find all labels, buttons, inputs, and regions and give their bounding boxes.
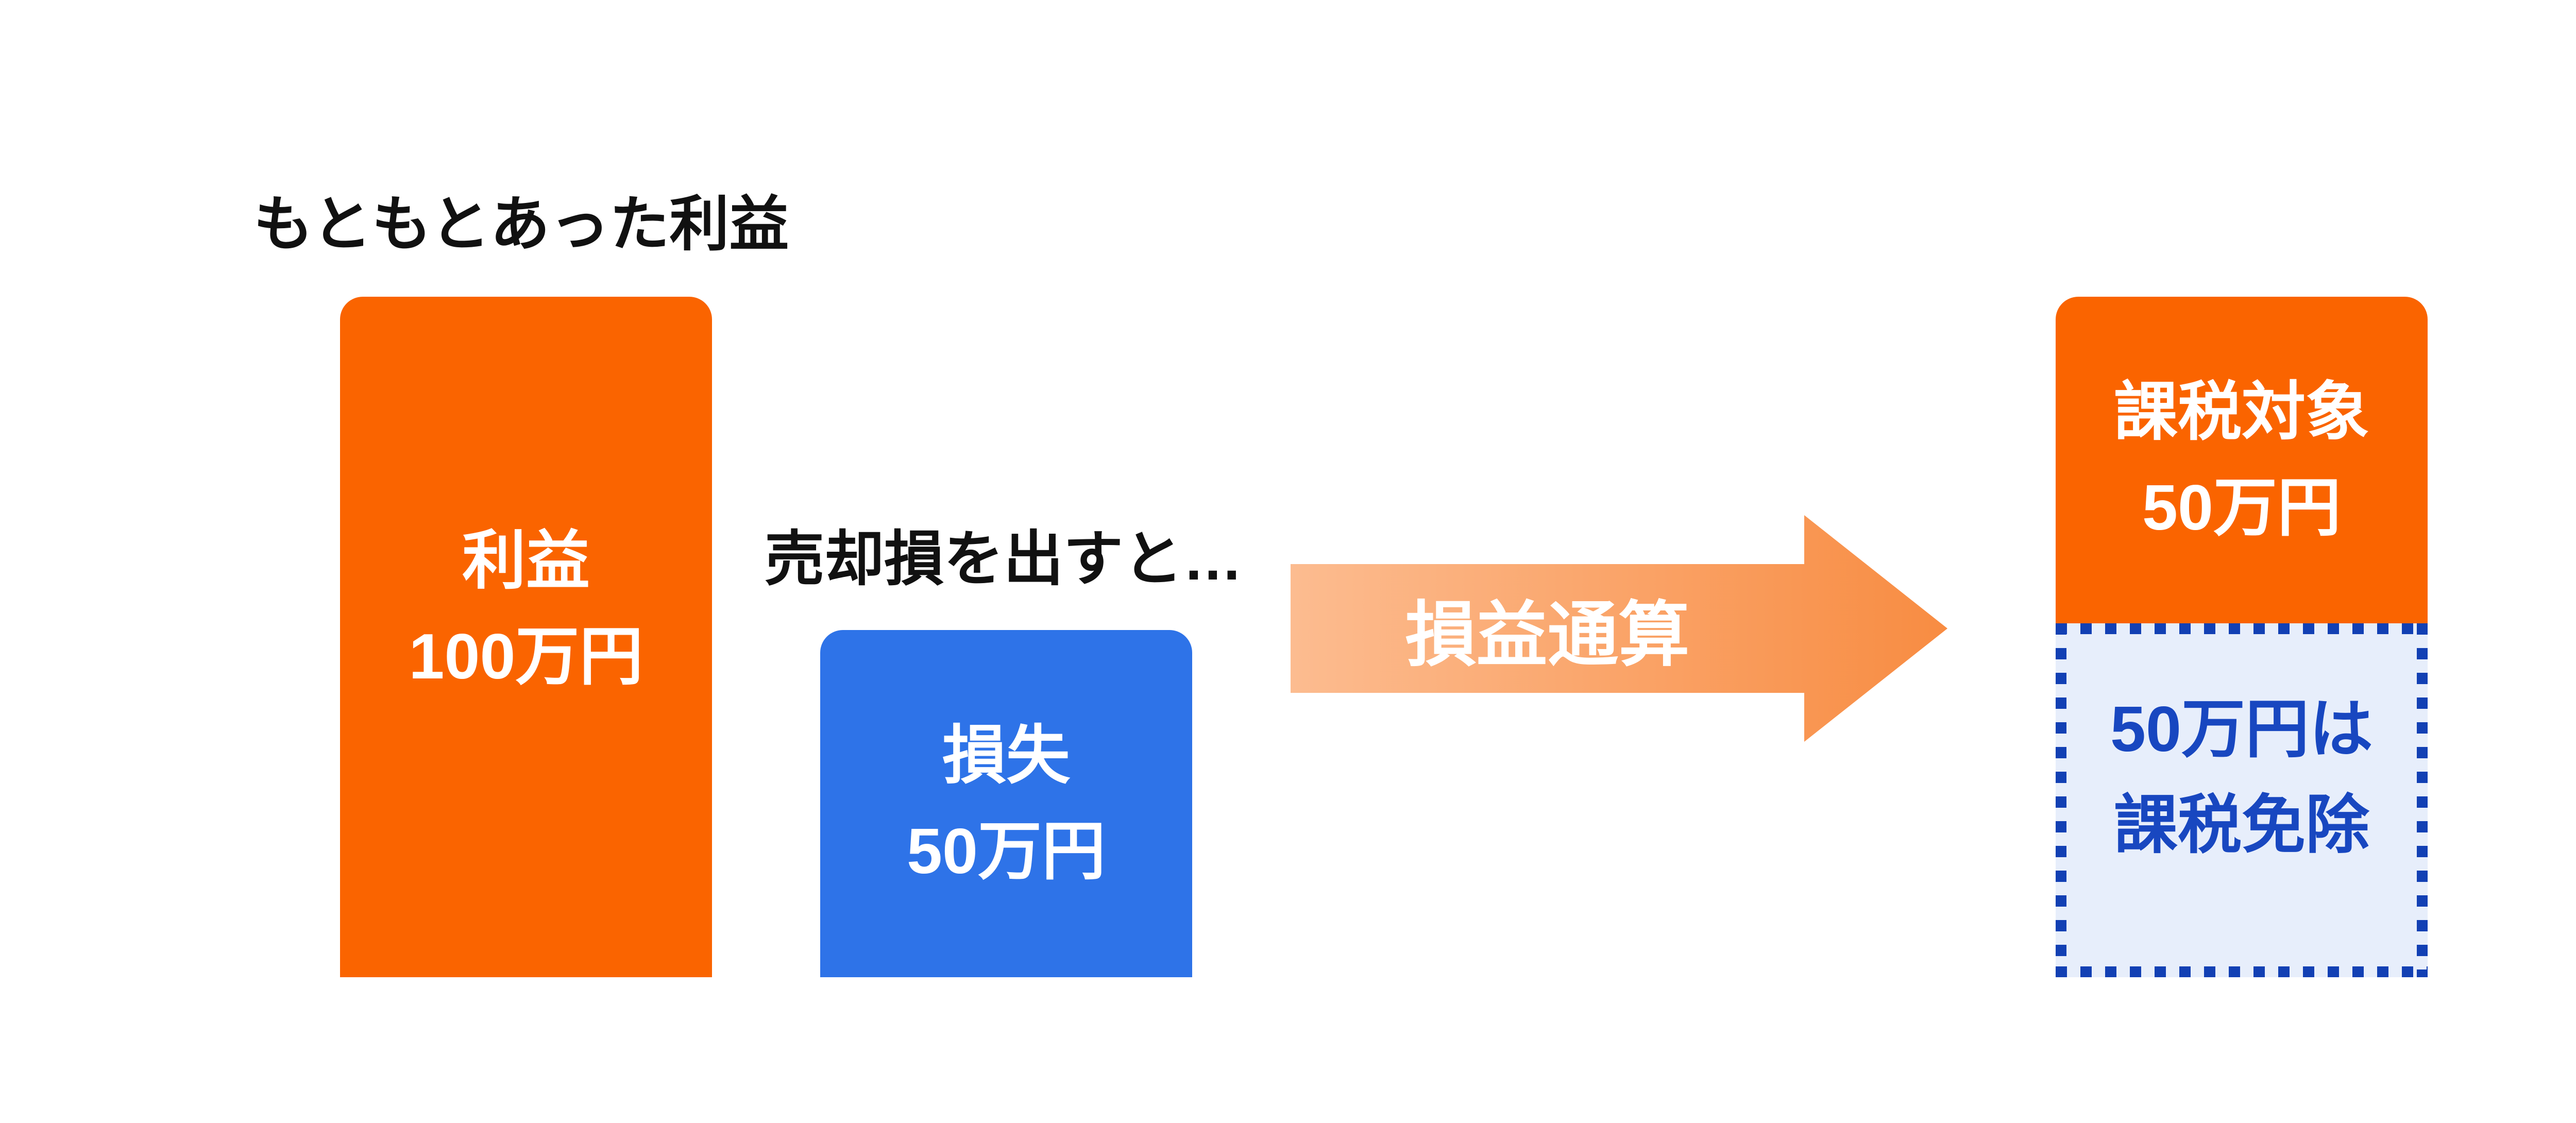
offset-arrow-label: 損益通算 [1405, 595, 1690, 675]
offset-arrow-icon [1291, 515, 1947, 742]
exempt-box-line2: 課税免除 [2113, 789, 2369, 861]
profit-bar-title: 利益 [462, 525, 590, 597]
profit-bar-amount: 100万円 [409, 621, 643, 692]
loss-bar-text: 損失 50万円 [907, 708, 1106, 899]
taxable-bar-amount: 50万円 [2142, 472, 2341, 543]
exempt-box-text: 50万円は 課税免除 [2110, 682, 2373, 920]
profit-bar-text: 利益 100万円 [409, 513, 643, 761]
loss-bar: 損失 50万円 [820, 630, 1192, 977]
exempt-box: 50万円は 課税免除 [2056, 623, 2428, 977]
loss-bar-amount: 50万円 [907, 816, 1106, 887]
profit-bar: 利益 100万円 [340, 297, 712, 977]
original-profit-label: もともとあった利益 [253, 191, 789, 258]
offset-arrow-shape [1291, 515, 1947, 742]
taxable-bar: 課税対象 50万円 [2056, 297, 2428, 623]
loss-bar-title: 損失 [942, 720, 1070, 791]
sell-loss-label: 売却損を出すと… [765, 525, 1243, 592]
taxable-bar-title: 課税対象 [2113, 377, 2369, 448]
exempt-box-line1: 50万円は [2110, 693, 2373, 765]
taxable-bar-text: 課税対象 50万円 [2114, 364, 2369, 556]
